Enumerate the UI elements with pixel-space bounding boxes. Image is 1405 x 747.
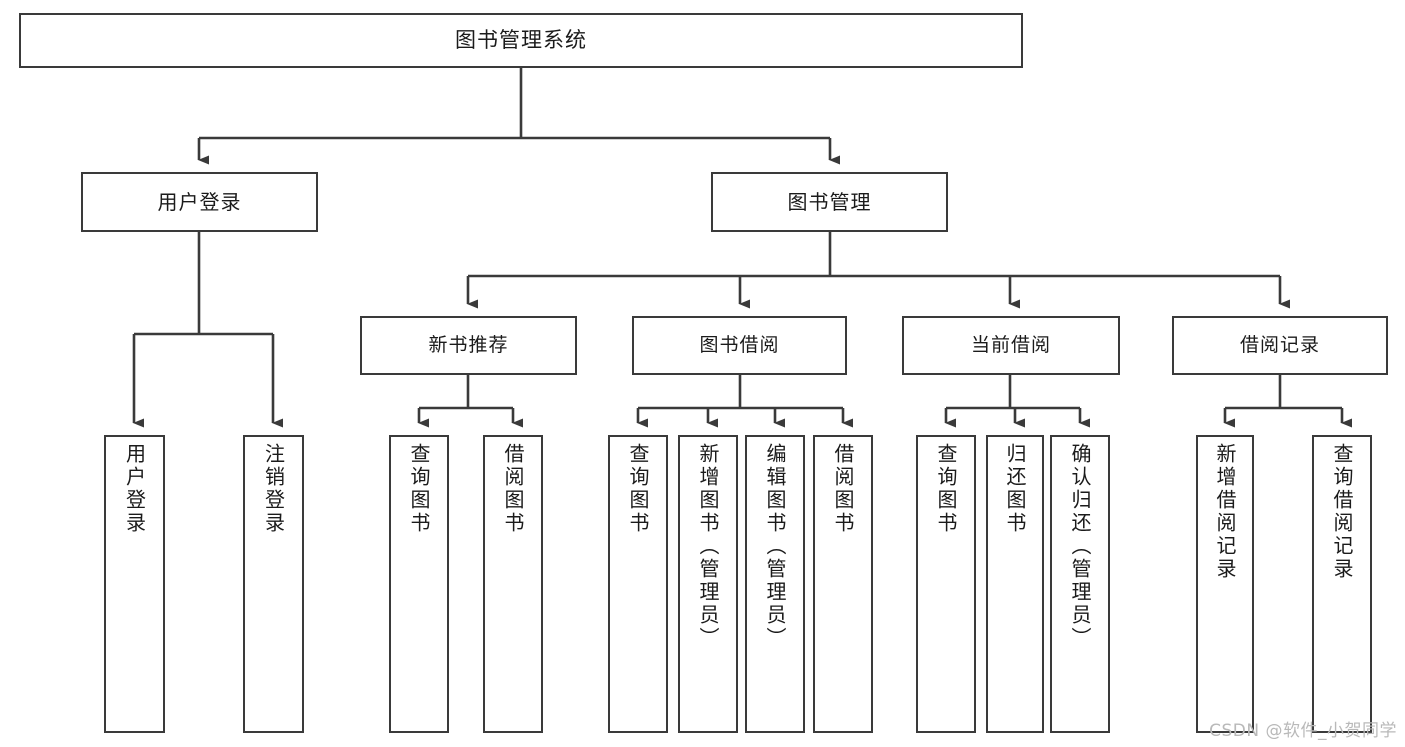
csdn-watermark: CSDN @软件_小贺同学 [1209, 721, 1397, 741]
node-label-leaf-add-record: 新增借阅记录 [1213, 443, 1237, 581]
edges-book-borrow-to-leaves [636, 375, 853, 428]
node-leaf-logout[interactable]: 注销登录 [243, 435, 304, 733]
node-leaf-borrow-book-1[interactable]: 借阅图书 [483, 435, 543, 733]
node-label-leaf-confirm-return: 确认归还（管理员） [1068, 443, 1092, 650]
node-book-borrow[interactable]: 图书借阅 [632, 316, 847, 375]
edges-borrow-record-to-leaves [1223, 375, 1352, 428]
node-borrow-record[interactable]: 借阅记录 [1172, 316, 1388, 375]
node-label-book-borrow: 图书借阅 [699, 333, 780, 356]
node-current-borrow[interactable]: 当前借阅 [902, 316, 1120, 375]
node-label-leaf-query-book-1: 查询图书 [407, 443, 431, 535]
edges-root-to-level2 [197, 68, 840, 165]
node-label-borrow-record: 借阅记录 [1239, 333, 1320, 356]
node-leaf-borrow-book-2[interactable]: 借阅图书 [813, 435, 873, 733]
node-leaf-query-record[interactable]: 查询借阅记录 [1312, 435, 1372, 733]
node-label-leaf-return-book: 归还图书 [1003, 443, 1027, 535]
node-label-user-login: 用户登录 [157, 189, 242, 214]
node-leaf-add-book[interactable]: 新增图书（管理员） [678, 435, 738, 733]
node-label-leaf-borrow-book-2: 借阅图书 [831, 443, 855, 535]
node-new-book-recommend[interactable]: 新书推荐 [360, 316, 577, 375]
node-leaf-query-book-2[interactable]: 查询图书 [608, 435, 668, 733]
edges-user-login-to-leaves [132, 232, 283, 428]
node-label-system-root: 图书管理系统 [455, 28, 587, 53]
node-label-new-book-recommend: 新书推荐 [428, 333, 509, 356]
node-system-root[interactable]: 图书管理系统 [19, 13, 1023, 68]
node-leaf-confirm-return[interactable]: 确认归还（管理员） [1050, 435, 1110, 733]
node-leaf-add-record[interactable]: 新增借阅记录 [1196, 435, 1254, 733]
node-label-leaf-borrow-book-1: 借阅图书 [501, 443, 525, 535]
node-label-leaf-edit-book: 编辑图书（管理员） [763, 443, 787, 650]
node-label-leaf-logout: 注销登录 [261, 443, 286, 535]
node-leaf-return-book[interactable]: 归还图书 [986, 435, 1044, 733]
node-label-leaf-add-book: 新增图书（管理员） [696, 443, 720, 650]
node-leaf-query-book-1[interactable]: 查询图书 [389, 435, 449, 733]
node-book-management[interactable]: 图书管理 [711, 172, 948, 232]
node-user-login[interactable]: 用户登录 [81, 172, 318, 232]
node-leaf-edit-book[interactable]: 编辑图书（管理员） [745, 435, 805, 733]
edges-book-management-to-level3 [466, 232, 1290, 309]
node-label-leaf-query-book-2: 查询图书 [626, 443, 650, 535]
edges-new-book-recommend-to-leaves [417, 375, 523, 428]
node-leaf-query-book-3[interactable]: 查询图书 [916, 435, 976, 733]
node-label-current-borrow: 当前借阅 [970, 333, 1051, 356]
node-leaf-user-login[interactable]: 用户登录 [104, 435, 165, 733]
node-label-leaf-user-login: 用户登录 [122, 443, 147, 535]
node-label-book-management: 图书管理 [787, 189, 872, 214]
node-label-leaf-query-record: 查询借阅记录 [1330, 443, 1354, 581]
node-label-leaf-query-book-3: 查询图书 [934, 443, 958, 535]
edges-current-borrow-to-leaves [944, 375, 1090, 428]
